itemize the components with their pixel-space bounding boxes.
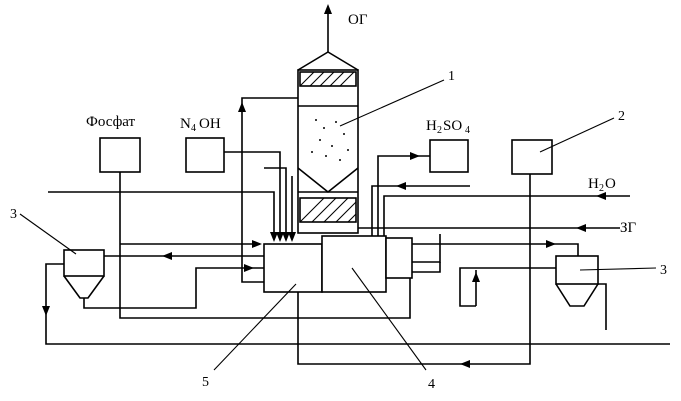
svg-text:OH: OH bbox=[199, 116, 221, 132]
svg-text:2: 2 bbox=[599, 183, 604, 194]
hydrocyclone-right bbox=[555, 255, 599, 307]
callout-3-left: 3 bbox=[10, 207, 17, 222]
callout-3-right: 3 bbox=[660, 263, 667, 278]
callout-5: 5 bbox=[202, 375, 209, 390]
svg-text:H: H bbox=[426, 118, 437, 134]
callout-4: 4 bbox=[428, 377, 435, 392]
ammonia-label: N 4 OH bbox=[180, 116, 221, 134]
phosphate-tank bbox=[99, 137, 141, 173]
feed-gas-label: ЗГ bbox=[620, 220, 637, 236]
reactor-5 bbox=[263, 243, 323, 293]
svg-text:SO: SO bbox=[443, 118, 462, 134]
acid-label: H 2 SO 4 bbox=[426, 118, 470, 136]
svg-text:O: O bbox=[605, 176, 616, 192]
svg-text:4: 4 bbox=[465, 125, 470, 136]
spray-dots bbox=[311, 119, 349, 161]
svg-text:N: N bbox=[180, 116, 191, 132]
absorption-column bbox=[297, 51, 359, 234]
vessel-4 bbox=[321, 235, 387, 293]
svg-text:H: H bbox=[588, 176, 599, 192]
phosphate-label: Фосфат bbox=[86, 114, 136, 130]
water-label: H 2 O bbox=[588, 176, 616, 194]
svg-text:4: 4 bbox=[191, 123, 196, 134]
vessel-4-side bbox=[385, 237, 413, 279]
svg-text:2: 2 bbox=[437, 125, 442, 136]
ammonia-tank bbox=[185, 137, 225, 173]
off-gas-label: ОГ bbox=[348, 12, 368, 28]
hydrocyclone-left bbox=[63, 249, 105, 299]
callout-1: 1 bbox=[448, 69, 455, 84]
acid-tank bbox=[429, 139, 469, 173]
tank-2 bbox=[511, 139, 553, 175]
callout-2: 2 bbox=[618, 109, 625, 124]
